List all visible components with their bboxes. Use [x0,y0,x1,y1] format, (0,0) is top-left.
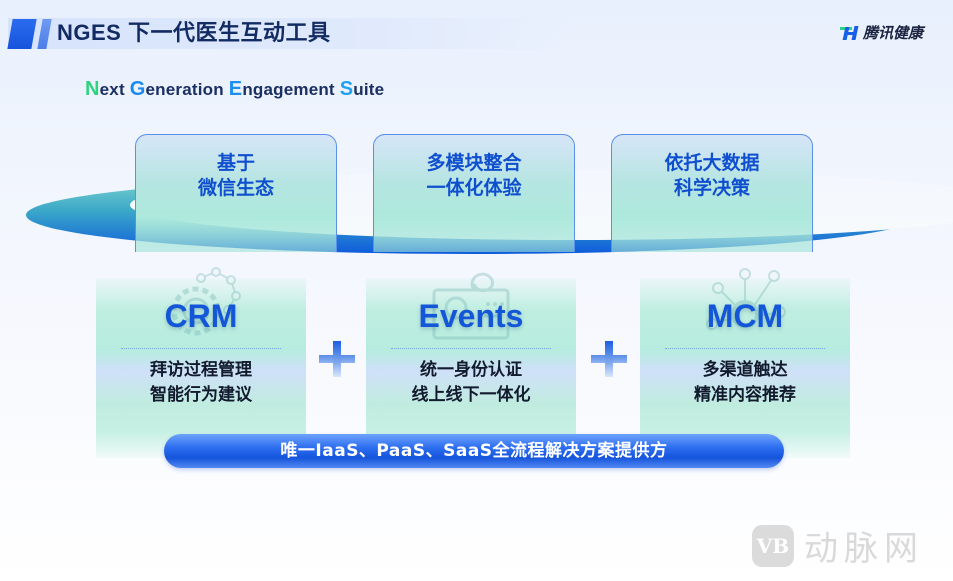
brand-logo: 腾讯健康 [840,22,923,43]
feature-card-line: 多模块整合 [426,152,522,174]
module-title: CRM [164,298,238,334]
plus-icon [591,341,627,377]
divider [665,348,825,349]
module-panel-crm: CRM 拜访过程管理 智能行为建议 [96,267,306,458]
hub-network-icon [706,268,786,330]
subtitle-word: eneration [145,80,229,99]
subtitle: Next Generation Engagement Suite [85,78,384,101]
feature-card-integration: 多模块整合 一体化体验 [373,134,575,252]
module-feature: 拜访过程管理 [150,360,252,380]
module-feature: 统一身份认证 [420,360,522,380]
subtitle-cap-g: G [129,78,146,100]
subtitle-word: ngagement [242,80,340,99]
subtitle-word: ext [99,80,130,99]
subtitle-cap-e: E [228,78,243,100]
subtitle-cap-n: N [85,78,100,100]
feature-card-line: 科学决策 [673,177,750,199]
module-feature: 多渠道触达 [702,360,788,380]
feature-card-line: 一体化体验 [426,177,522,199]
header-band [8,18,568,49]
module-panel-mcm: MCM 多渠道触达 精准内容推荐 [640,268,850,458]
feature-card-wechat: 基于 微信生态 [135,134,337,252]
gear-network-icon [171,267,241,336]
feature-card-line: 微信生态 [197,177,274,199]
module-title: Events [418,298,524,334]
subtitle-word: uite [353,80,385,99]
module-feature: 线上线下一体化 [411,385,531,405]
plus-icon [319,341,355,377]
feature-card-line: 基于 [216,152,255,174]
vb-logo-icon: VB [752,524,794,567]
page-title: NGES 下一代医生互动工具 [57,20,331,45]
module-feature: 智能行为建议 [150,385,252,405]
solution-banner: 唯一IaaS、PaaS、SaaS全流程解决方案提供方 [164,434,784,468]
divider [391,348,551,349]
divider [121,348,281,349]
subtitle-cap-s: S [339,78,354,100]
watermark: VB 动脉网 [752,521,924,570]
tencent-health-logo-icon [840,25,860,40]
module-feature: 精准内容推荐 [694,385,796,405]
event-person-screen-icon [432,272,510,340]
module-panel-events: Events 统一身份认证 线上线下一体化 [366,272,576,458]
feature-card-line: 依托大数据 [664,152,760,174]
watermark-text: 动脉网 [804,529,924,569]
feature-card-bigdata: 依托大数据 科学决策 [611,134,813,252]
module-title: MCM [706,298,784,334]
brand-name: 腾讯健康 [863,24,924,42]
